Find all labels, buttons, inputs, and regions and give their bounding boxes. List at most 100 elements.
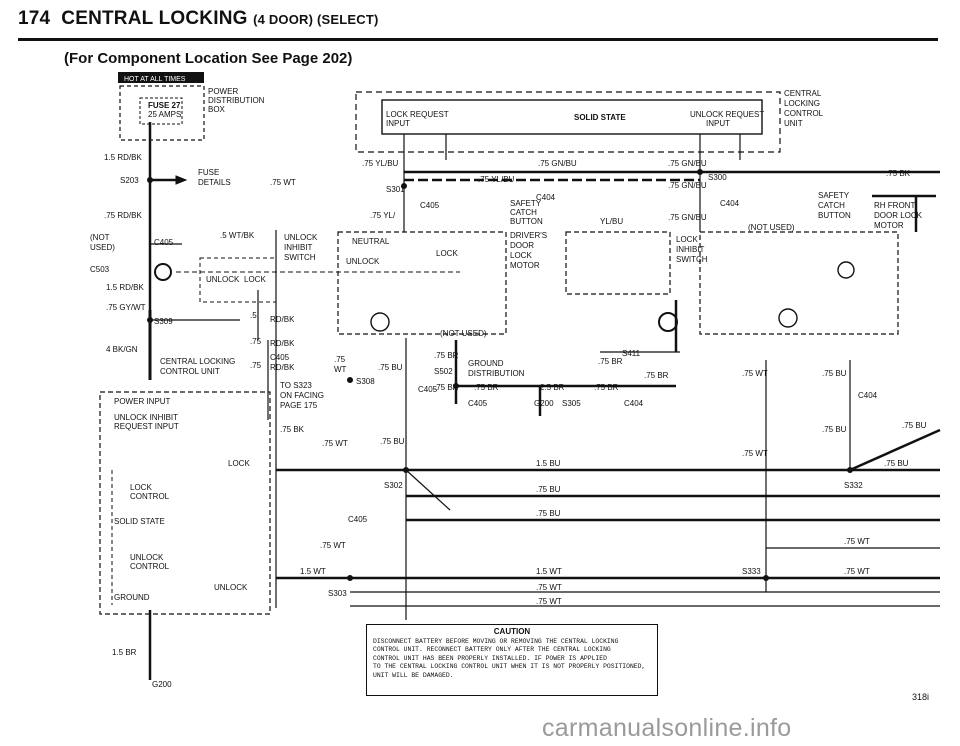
drivers-door-3: LOCK xyxy=(510,251,532,260)
wire-label: 1.5 WT xyxy=(536,567,562,576)
hot-at-all-times-label: HOT AT ALL TIMES xyxy=(124,76,186,83)
wire-label: .75 RD/BK xyxy=(104,211,142,220)
left-unit-label-1: CENTRAL LOCKING xyxy=(160,357,235,366)
wire-label: .75 WT xyxy=(844,537,870,546)
wire-label: .75 WT xyxy=(270,178,296,187)
header-rule xyxy=(18,38,938,41)
neutral-label: NEUTRAL xyxy=(352,237,390,246)
connector-c405: C405 xyxy=(154,238,174,247)
splice-s333: S333 xyxy=(742,567,761,576)
unlock-lock-2: LOCK xyxy=(244,275,266,284)
lock-control-1: LOCK xyxy=(130,483,152,492)
safety-catch-1: SAFETY xyxy=(510,199,542,208)
wire-label: .75 WT xyxy=(322,439,348,448)
wire-label: .75 YL/ xyxy=(370,211,396,220)
ground-dist-1: GROUND xyxy=(468,359,504,368)
unlock-control-2: CONTROL xyxy=(130,562,170,571)
splice-s301: S301 xyxy=(386,185,405,194)
page-subtitle: (For Component Location See Page 202) xyxy=(64,50,353,67)
fuse-rating: 25 AMPS xyxy=(148,110,181,119)
wire-label: RD/BK xyxy=(270,339,295,348)
wire-label: .75 BU xyxy=(884,459,909,468)
not-used-left-1: (NOT xyxy=(90,233,110,242)
power-dist-2: DISTRIBUTION xyxy=(208,96,265,105)
lock-request-1: LOCK REQUEST xyxy=(386,110,449,119)
wire-label: .75 xyxy=(334,355,346,364)
wire-label: .75 WT xyxy=(536,597,562,606)
wire-label: .75 YL/BU xyxy=(362,159,399,168)
wire-label: .75 BR xyxy=(474,383,499,392)
wire-label: .75 BR xyxy=(644,371,669,380)
wire-label: .75 xyxy=(250,361,262,370)
wire-label: .75 GY/WT xyxy=(106,303,146,312)
unlock-lock-1: UNLOCK xyxy=(206,275,240,284)
rh-front-3: MOTOR xyxy=(874,221,904,230)
control-unit-label-1: CENTRAL xyxy=(784,89,822,98)
wire-label: 1.5 BU xyxy=(536,459,561,468)
fuse-details-2: DETAILS xyxy=(198,178,231,187)
wire-label: .75 BR xyxy=(434,351,459,360)
unlock-label: UNLOCK xyxy=(346,257,380,266)
wire-label: .75 xyxy=(250,337,262,346)
wire-label: .75 BU xyxy=(536,485,561,494)
splice-s203: S203 xyxy=(120,176,139,185)
wire-label: RD/BK xyxy=(270,363,295,372)
unlock-inhibit-req-1: UNLOCK INHIBIT xyxy=(114,413,178,422)
connector-c404: C404 xyxy=(624,399,644,408)
safety-catch-r-2: CATCH xyxy=(818,201,845,210)
to-s323-2: ON FACING xyxy=(280,391,324,400)
wire-label: YL/BU xyxy=(600,217,623,226)
splice-s332: S332 xyxy=(844,481,863,490)
caution-line: DISCONNECT BATTERY BEFORE MOVING OR REMO… xyxy=(373,637,619,645)
wire-label: .75 BU xyxy=(822,369,847,378)
lock-label: LOCK xyxy=(436,249,458,258)
splice-s309: S309 xyxy=(154,317,173,326)
unlock-inhibit-1: UNLOCK xyxy=(284,233,318,242)
wire-label: .75 GN/BU xyxy=(668,159,707,168)
not-used-left-2: USED) xyxy=(90,243,115,252)
wire-label: .75 BU xyxy=(536,509,561,518)
wire-label: .75 BU xyxy=(378,363,403,372)
unlock-inhibit-2: INHIBIT xyxy=(284,243,313,252)
splice-s302: S302 xyxy=(384,481,403,490)
safety-catch-2: CATCH xyxy=(510,208,537,217)
drivers-door-2: DOOR xyxy=(510,241,534,250)
splice-s502: S502 xyxy=(434,367,453,376)
wire-label: .75 BU xyxy=(822,425,847,434)
unlock-control-1: UNLOCK xyxy=(130,553,164,562)
not-used-mid: (NOT USED) xyxy=(440,329,487,338)
caution-line: UNIT WILL BE DAMAGED. xyxy=(373,671,454,679)
wire-label: .5 xyxy=(250,311,257,320)
drivers-door-1: DRIVER'S xyxy=(510,231,547,240)
wire-label: 1.5 BR xyxy=(112,648,137,657)
splice-s303: S303 xyxy=(328,589,347,598)
wire-label: .5 WT/BK xyxy=(220,231,255,240)
connector-c404: C404 xyxy=(858,391,878,400)
g200: G200 xyxy=(534,399,554,408)
g200-left: G200 xyxy=(152,680,172,689)
left-unit-lock: LOCK xyxy=(228,459,250,468)
connector-c405: C405 xyxy=(418,385,438,394)
unlock-inhibit-3: SWITCH xyxy=(284,253,316,262)
left-unit-label-2: CONTROL UNIT xyxy=(160,367,220,376)
unlock-inhibit-req-2: REQUEST INPUT xyxy=(114,422,179,431)
watermark: carmanualsonline.info xyxy=(542,714,792,742)
control-solid-state: SOLID STATE xyxy=(574,113,626,122)
control-unit-label-2: LOCKING xyxy=(784,99,820,108)
wire-label: .75 BU xyxy=(902,421,927,430)
splice-s300: S300 xyxy=(708,173,727,182)
wire-label: RD/BK xyxy=(270,315,295,324)
safety-catch-r-1: SAFETY xyxy=(818,191,850,200)
caution-line: CONTROL UNIT HAS BEEN PROPERLY INSTALLED… xyxy=(373,654,607,662)
connector-c404: C404 xyxy=(720,199,740,208)
power-dist-1: POWER xyxy=(208,87,238,96)
connector-c405: C405 xyxy=(348,515,368,524)
splice-s308: S308 xyxy=(356,377,375,386)
power-input: POWER INPUT xyxy=(114,397,171,406)
wire-label: .75 WT xyxy=(742,369,768,378)
wire-label: .75 WT xyxy=(742,449,768,458)
page-reference: 318i xyxy=(912,692,930,702)
unlock-request-2: INPUT xyxy=(706,119,730,128)
wire-label: 4 BK/GN xyxy=(106,345,138,354)
wire-label: .75 GN/BU xyxy=(668,181,707,190)
